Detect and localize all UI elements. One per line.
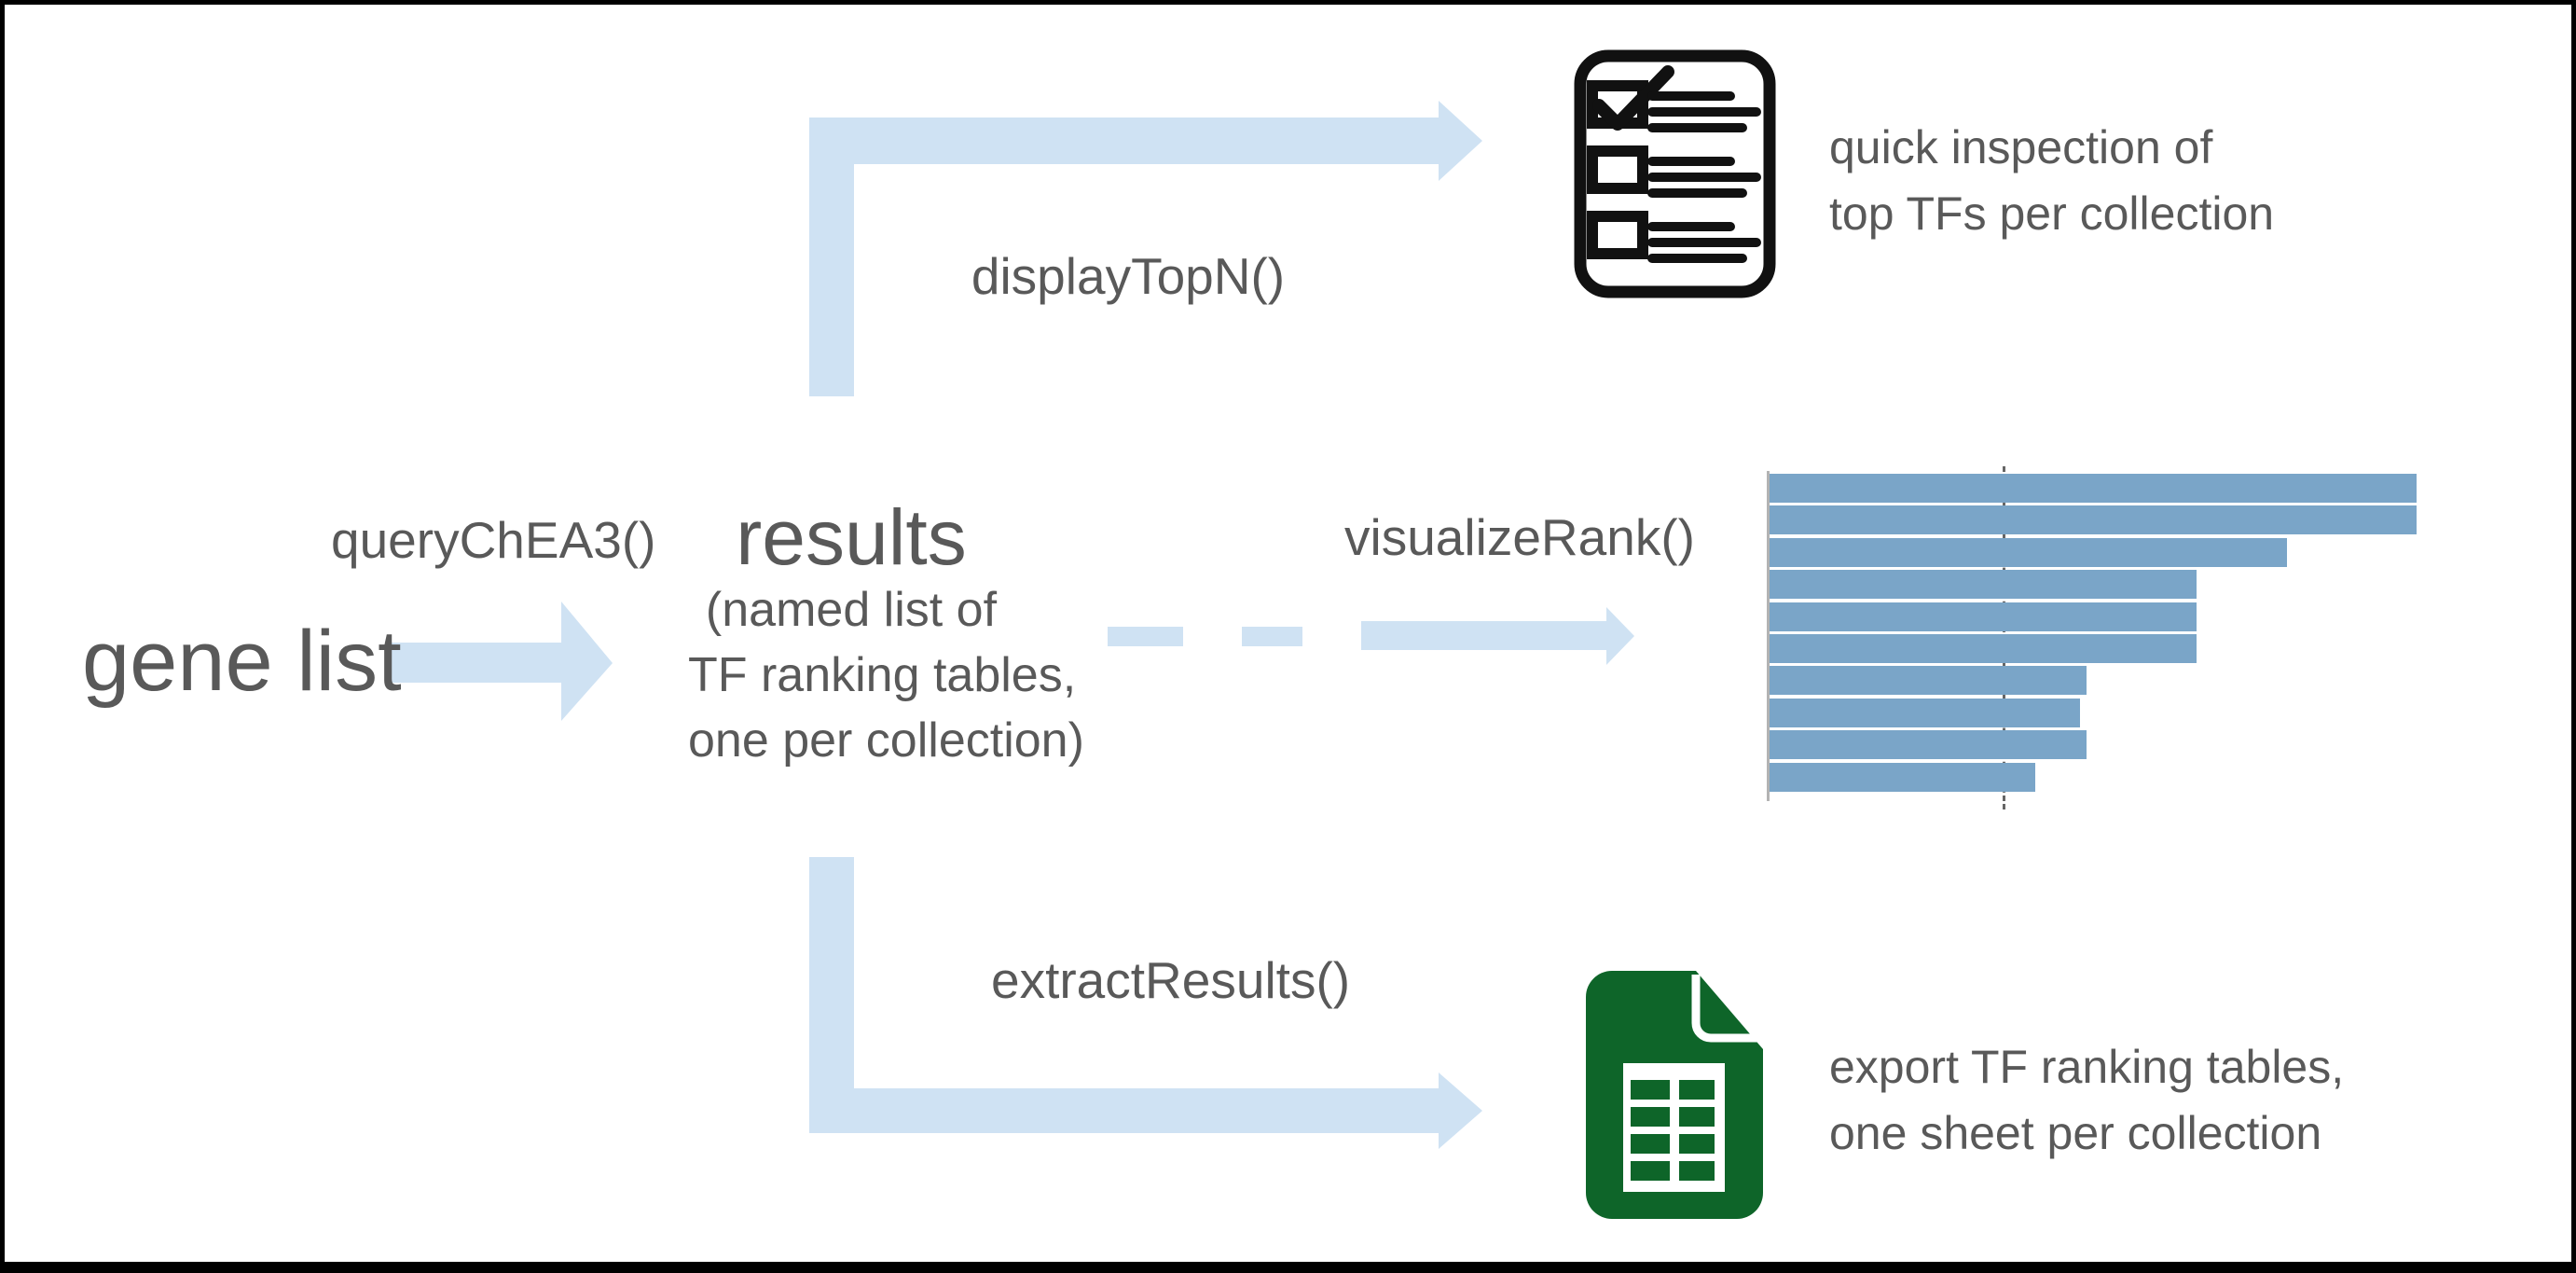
rank-bar xyxy=(1770,505,2417,535)
rank-bar xyxy=(1770,602,2197,631)
label-querychea3: queryChEA3() xyxy=(331,511,656,569)
gene-list-node: gene list xyxy=(82,614,402,709)
rank-bar xyxy=(1770,666,2087,696)
results-node-subtitle: (named list of TF ranking tables, one pe… xyxy=(688,577,1084,773)
dashed-arrow-dash-2 xyxy=(1242,627,1302,646)
dashed-arrow-dash-1 xyxy=(1108,627,1183,646)
rank-bar xyxy=(1770,762,2035,792)
rank-bar xyxy=(1770,537,2287,567)
results-subtitle-line-2: TF ranking tables, xyxy=(688,648,1077,702)
arrow-genelist-to-results xyxy=(392,602,613,721)
results-subtitle-line-3: one per collection) xyxy=(688,713,1084,768)
export-description-line-2: one sheet per collection xyxy=(1829,1107,2322,1159)
rank-bar xyxy=(1770,474,2417,503)
spreadsheet-icon xyxy=(1586,971,1763,1219)
inspection-description-line-1: quick inspection of xyxy=(1829,121,2213,173)
chart-y-axis xyxy=(1767,471,1770,801)
results-subtitle-line-1: (named list of xyxy=(705,583,998,637)
rank-bar-chart-bars xyxy=(1770,466,2422,809)
rank-bar xyxy=(1770,698,2080,727)
spreadsheet-grid-cells xyxy=(1631,1080,1715,1181)
inspection-description-line-2: top TFs per collection xyxy=(1829,187,2275,240)
label-extractresults: extractResults() xyxy=(991,951,1351,1009)
export-description: export TF ranking tables, one sheet per … xyxy=(1829,1034,2344,1167)
export-description-line-1: export TF ranking tables, xyxy=(1829,1041,2345,1093)
label-visualizerank: visualizeRank() xyxy=(1344,508,1695,566)
checkmark xyxy=(1592,65,1674,131)
rank-bar xyxy=(1770,634,2197,663)
spreadsheet-fold xyxy=(1691,975,1761,1043)
dashed-arrow-head xyxy=(1361,607,1634,665)
inspection-description: quick inspection of top TFs per collecti… xyxy=(1829,115,2274,247)
rank-bar xyxy=(1770,570,2197,600)
diagram-canvas: gene list queryChEA3() results (named li… xyxy=(5,5,2571,1262)
results-node-title: results xyxy=(736,493,967,581)
label-displaytopn: displayTopN() xyxy=(971,247,1286,305)
checklist-icon xyxy=(1574,49,1776,298)
rank-bar xyxy=(1770,730,2087,760)
